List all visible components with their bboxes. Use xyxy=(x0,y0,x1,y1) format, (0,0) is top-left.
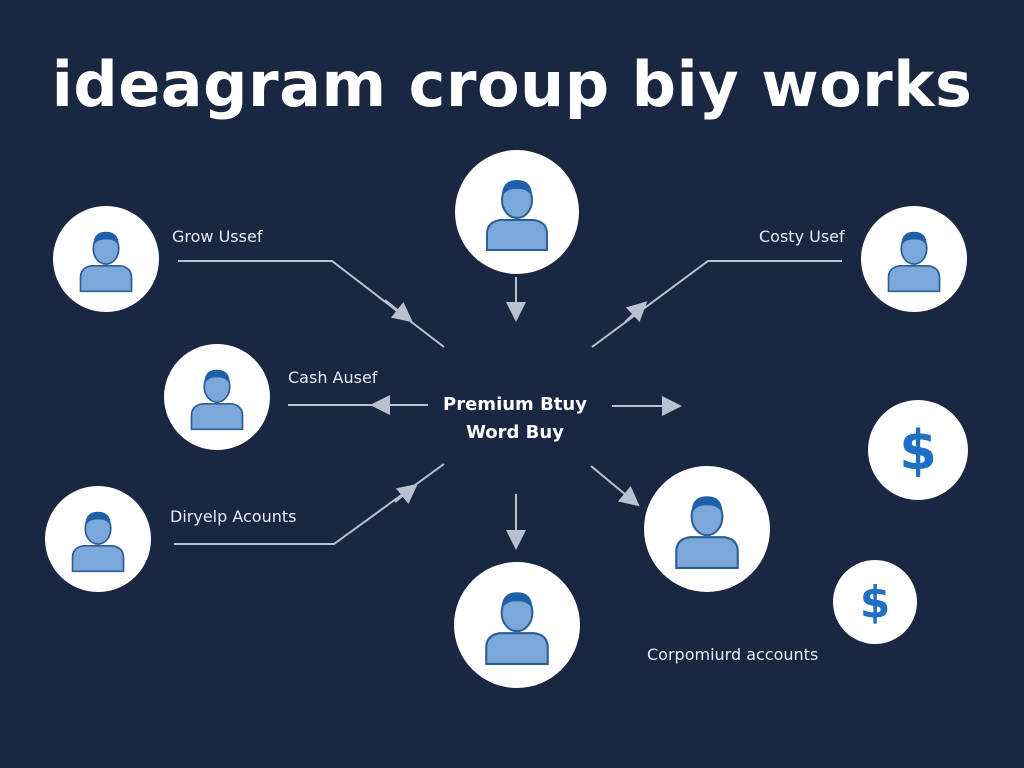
person-icon xyxy=(485,592,549,665)
person-icon xyxy=(71,511,125,573)
dollar-node-lower: $ xyxy=(833,560,917,644)
dollar-icon: $ xyxy=(859,576,891,628)
person-icon xyxy=(887,231,941,293)
person-icon xyxy=(79,231,133,293)
center-label-line1: Premium Btuy xyxy=(443,394,587,415)
person-icon xyxy=(675,496,739,569)
dollar-node-upper: $ xyxy=(868,400,968,500)
dollar-icon: $ xyxy=(899,418,937,482)
arrow-develop-accounts xyxy=(394,483,418,505)
person-node-grow-user xyxy=(53,206,159,312)
connector-grow-user xyxy=(178,260,445,348)
label-corporate-accounts: Corpomiurd accounts xyxy=(647,645,819,664)
label-grow-user: Grow Ussef xyxy=(172,227,263,246)
arrow-grow-user xyxy=(384,299,413,323)
label-develop-accounts: Diryelp Acounts xyxy=(170,507,297,526)
person-node-cash-user xyxy=(164,344,270,450)
person-node-bottom xyxy=(454,562,580,688)
person-icon xyxy=(486,180,548,251)
diagram-title: ideagram croup biy works xyxy=(51,48,973,121)
label-cash-user: Cash Ausef xyxy=(288,368,378,387)
person-icon xyxy=(190,369,244,431)
person-node-develop-accounts xyxy=(45,486,151,592)
label-costy-user: Costy Usef xyxy=(759,227,845,246)
connector-costy-user xyxy=(591,260,842,348)
person-node-right xyxy=(644,466,770,592)
person-node-top xyxy=(455,150,579,274)
connector-corporate-accounts xyxy=(590,465,640,507)
person-node-costy-user xyxy=(861,206,967,312)
connector-develop-accounts xyxy=(174,463,445,545)
arrow-costy-user xyxy=(624,301,648,323)
center-label-line2: Word Buy xyxy=(466,422,564,443)
